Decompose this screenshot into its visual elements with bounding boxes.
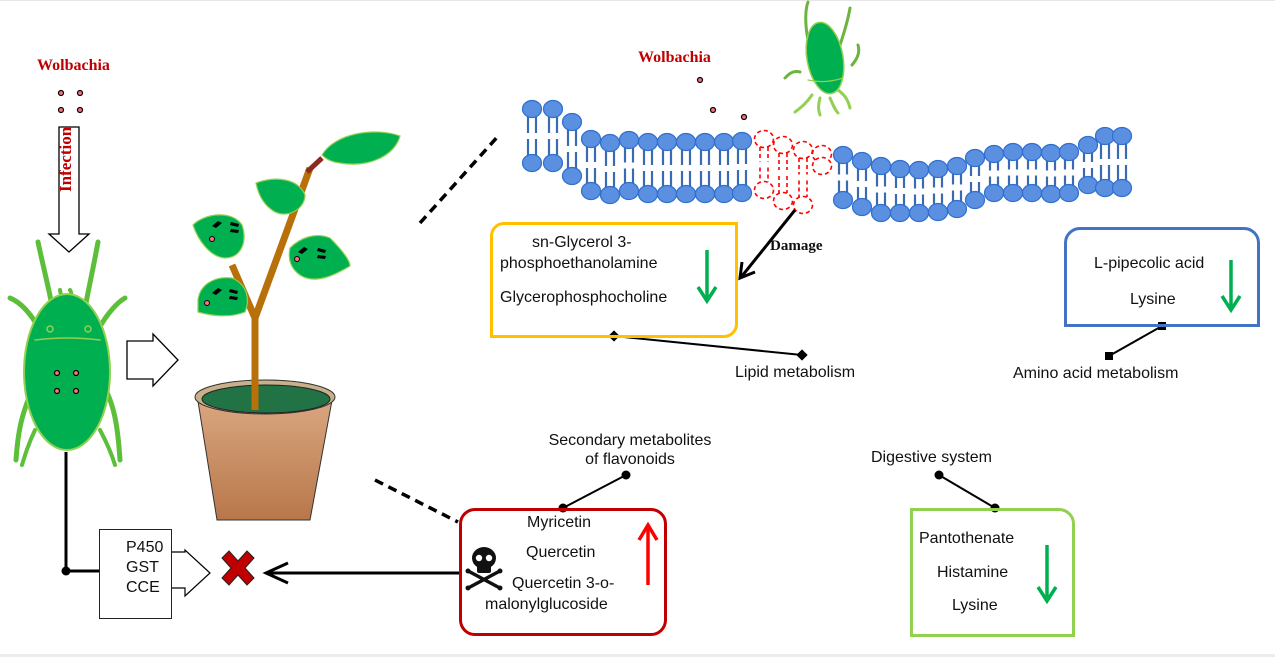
spider-mite-icon <box>7 239 128 467</box>
connector-dot <box>621 470 631 480</box>
phospholipid <box>1077 135 1099 195</box>
blocked-x-icon <box>221 550 255 586</box>
phospholipid <box>637 132 659 204</box>
amino-acid-metabolite-box <box>1064 227 1260 327</box>
infection-arrow-icon <box>47 126 91 253</box>
detox-gene-p450: P450 <box>126 539 164 556</box>
phospholipid <box>889 159 911 223</box>
flavonoid-metabolite-box <box>459 508 667 636</box>
damaged-phospholipid <box>753 129 775 200</box>
metabolite-histamine: Histamine <box>937 564 1009 581</box>
phospholipid <box>1058 142 1080 203</box>
damage-arrowhead-icon <box>738 261 756 281</box>
wolbachia-dots-membrane <box>696 76 748 121</box>
wolbachia-label-membrane: Wolbachia <box>638 49 711 66</box>
phospholipid <box>1040 143 1062 204</box>
metabolite-pantothenate: Pantothenate <box>919 530 1015 547</box>
zoom-line-bottom <box>374 478 459 524</box>
flavonoid-category-label: Secondary metabolites of flavonoids <box>530 431 730 469</box>
lipid-down-arrow-icon <box>696 250 718 305</box>
phospholipid <box>1021 142 1043 203</box>
phospholipid <box>1002 142 1024 203</box>
metabolite-lysine: Lysine <box>1130 291 1176 308</box>
damage-arrow <box>740 209 797 277</box>
metabolite-l-pipecolic-acid: L-pipecolic acid <box>1094 255 1205 272</box>
connector-diamond <box>796 349 808 361</box>
wolbachia-dots-left <box>57 89 84 114</box>
frame-top-border <box>0 0 1275 1</box>
lipid-metabolism-label: Lipid metabolism <box>735 364 856 381</box>
phospholipid <box>908 160 930 223</box>
mite-detox-connector <box>64 452 99 573</box>
amino-acid-metabolism-label: Amino acid metabolism <box>1013 365 1179 382</box>
spider-mite-top-icon <box>783 0 861 117</box>
damaged-phospholipid <box>792 140 814 215</box>
metabolite-quercetin-3-o: Quercetin 3-o- <box>512 575 615 592</box>
digestive-system-label: Digestive system <box>871 449 992 466</box>
metabolite-sn-glycerol: sn-Glycerol 3- <box>532 234 632 251</box>
amino-down-arrow-icon <box>1220 260 1242 314</box>
damage-label: Damage <box>770 238 823 254</box>
infection-label: Infection <box>56 126 75 192</box>
phospholipid <box>851 151 873 217</box>
phospholipid <box>542 99 564 173</box>
phospholipid <box>964 148 986 210</box>
metabolite-glycerophosphocholine: Glycerophosphocholine <box>500 289 668 306</box>
phospholipid <box>675 132 697 204</box>
connector-square <box>1105 352 1113 360</box>
zoom-line-top <box>418 132 502 225</box>
potted-plant-icon <box>192 131 401 521</box>
phospholipid <box>927 159 949 222</box>
phospholipid <box>983 144 1005 203</box>
detox-gene-list: P450 GST CCE <box>126 538 163 598</box>
skull-crossbones-icon <box>465 547 503 591</box>
metabolite-malonylglucoside: malonylglucoside <box>485 596 608 613</box>
detox-arrow-outline <box>172 548 211 598</box>
phospholipid <box>521 99 543 173</box>
lipid-metabolite-box <box>490 222 738 338</box>
phospholipid <box>561 112 583 186</box>
phospholipid <box>694 132 716 204</box>
phospholipid <box>731 131 753 203</box>
phospholipid <box>713 132 735 204</box>
detox-gene-box <box>99 529 172 619</box>
digestive-connector <box>938 474 996 509</box>
damaged-phospholipid <box>811 144 833 176</box>
metabolite-phosphoethanolamine: phosphoethanolamine <box>500 255 658 272</box>
digestive-metabolite-box <box>910 508 1075 637</box>
metabolite-quercetin: Quercetin <box>526 544 596 561</box>
flavonoid-category-line2: of flavonoids <box>585 451 675 468</box>
flavonoid-connector <box>562 474 627 509</box>
phospholipid <box>1094 126 1116 198</box>
phospholipid <box>946 156 968 219</box>
mite-to-plant-arrow-icon <box>126 332 179 388</box>
metabolite-myricetin: Myricetin <box>527 514 592 531</box>
phospholipid <box>1111 126 1133 198</box>
arrowhead-icon <box>262 561 289 585</box>
cell-membrane <box>521 99 1133 223</box>
phospholipid <box>599 133 621 205</box>
flavonoid-category-line1: Secondary metabolites <box>548 432 712 449</box>
damaged-phospholipid <box>772 135 794 211</box>
flavonoid-up-arrow-icon <box>637 521 659 585</box>
phospholipid <box>580 129 602 201</box>
detox-gene-cce: CCE <box>126 579 160 596</box>
metabolite-lysine-digestive: Lysine <box>952 597 998 614</box>
phospholipid <box>832 145 854 210</box>
digestive-down-arrow-icon <box>1036 545 1058 605</box>
wolbachia-label-left: Wolbachia <box>37 57 110 74</box>
phospholipid <box>618 130 640 201</box>
wolbachia-dots-in-mite <box>53 369 80 395</box>
detox-gene-gst: GST <box>126 559 159 576</box>
phospholipid <box>656 132 678 204</box>
amino-connector <box>1108 325 1163 357</box>
connector-dot <box>61 566 71 576</box>
connector-dot <box>934 470 944 480</box>
frame-bottom-border <box>0 654 1275 657</box>
lipid-connector <box>613 335 803 356</box>
phospholipid <box>870 156 892 223</box>
